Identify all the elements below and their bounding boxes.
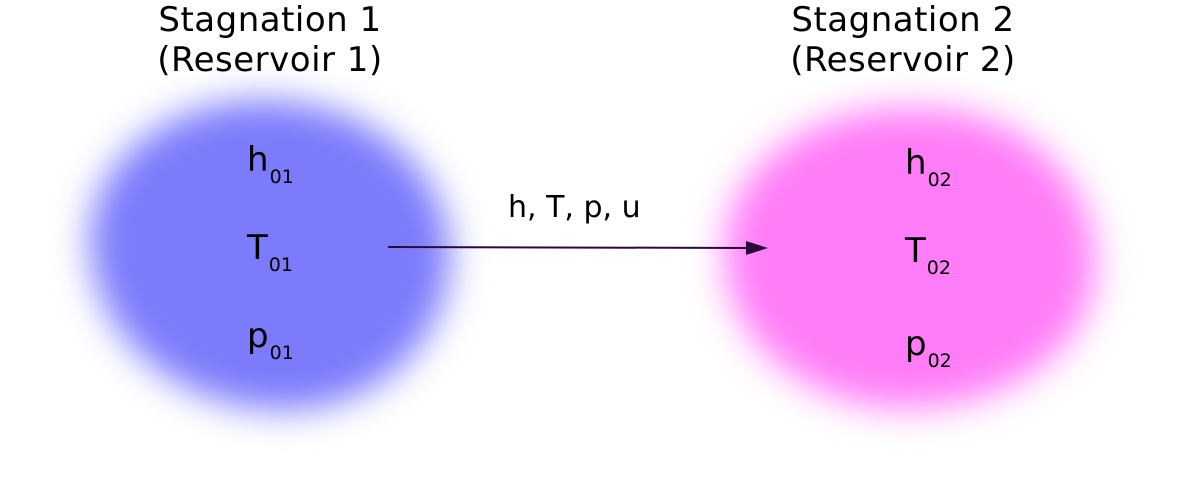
reservoir-2-pressure: p02 <box>905 324 952 372</box>
flow-arrow-line <box>387 246 749 249</box>
reservoir-1-blob <box>90 100 450 410</box>
reservoir-2-temperature: T02 <box>905 231 951 279</box>
flow-arrow-head <box>746 241 768 255</box>
reservoir-1-title-line2: (Reservoir 1) <box>157 40 383 80</box>
reservoir-1-pressure: p01 <box>247 316 294 364</box>
reservoir-2-title-line2: (Reservoir 2) <box>790 40 1016 80</box>
reservoir-1-title-line1: Stagnation 1 <box>158 0 382 40</box>
reservoir-2-blob <box>725 108 1095 408</box>
flow-properties-label: h, T, p, u <box>508 190 641 225</box>
reservoir-2-title-line1: Stagnation 2 <box>791 0 1015 40</box>
reservoir-1-title: Stagnation 1 (Reservoir 1) <box>70 0 470 80</box>
reservoir-2-title: Stagnation 2 (Reservoir 2) <box>703 0 1103 80</box>
reservoir-1-enthalpy: h01 <box>247 140 294 188</box>
reservoir-2-enthalpy: h02 <box>905 143 952 191</box>
reservoir-1-temperature: T01 <box>247 228 293 276</box>
